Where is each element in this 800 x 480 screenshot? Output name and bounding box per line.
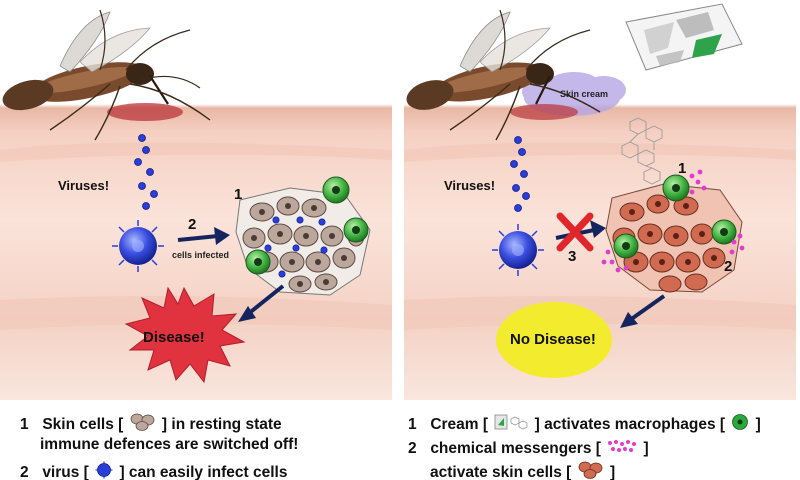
cream-icon <box>494 413 528 437</box>
caption-number: 2 <box>408 440 417 458</box>
step-3-number: 3 <box>568 248 577 265</box>
viruses-label: Viruses! <box>444 178 496 193</box>
caption-left: 1 Skin cells [ ] in resting state immune… <box>8 405 403 480</box>
virus-icon <box>95 461 113 480</box>
macrophage-icon <box>613 174 737 259</box>
caption-text: virus [ <box>42 464 89 480</box>
caption-item-2: 2 chemical messengers [ ] <box>408 439 649 459</box>
caption-text: Skin cells [ <box>42 416 124 434</box>
skin-band <box>404 296 796 330</box>
caption-number: 1 <box>20 416 29 434</box>
cream-molecule-icon <box>621 117 663 185</box>
skin-band <box>404 142 796 162</box>
caption-text: ] <box>609 464 616 480</box>
bite-mark <box>107 103 183 121</box>
caption-item-1: 1 Skin cells [ ] in resting state <box>20 413 282 437</box>
virus-icon <box>492 224 544 276</box>
step-1-number: 1 <box>234 186 243 203</box>
no-disease-label: No Disease! <box>510 331 596 348</box>
skin-cell-cluster <box>235 187 371 296</box>
viruses-label: Viruses! <box>58 178 110 193</box>
macrophage-icon <box>245 176 369 275</box>
caption-text: activate skin cells [ <box>430 464 572 480</box>
left-scene <box>0 0 392 400</box>
caption-text: ] in resting state <box>161 416 282 434</box>
step-1-number: 1 <box>678 160 687 177</box>
activated-skin-cell-cluster <box>605 183 743 293</box>
red-cross-icon <box>556 212 594 252</box>
chemical-messengers-icon <box>601 169 745 273</box>
mosquito-icon <box>406 9 601 141</box>
caption-text: ] <box>643 440 649 458</box>
caption-text: ] <box>755 416 761 434</box>
skin-band <box>0 142 392 162</box>
caption-item-1: 1 Cream [ ] activates macrophages [ ] <box>408 413 761 437</box>
caption-number: 1 <box>408 416 417 434</box>
arrow-to-disease <box>238 284 285 322</box>
falling-viruses <box>134 134 158 210</box>
caption-text: ] can easily infect cells <box>119 464 288 480</box>
chemical-messengers-icon <box>607 439 637 459</box>
panel-without-cream: Viruses! 1 2 cells infected Disease! <box>0 0 392 400</box>
step-2-number: 2 <box>188 216 197 233</box>
arrow-to-no-disease <box>620 294 666 328</box>
macrophage-icon <box>731 413 749 437</box>
right-scene <box>404 0 796 400</box>
arrow-infection <box>177 227 230 245</box>
falling-viruses <box>510 136 530 212</box>
disease-starburst <box>124 286 246 384</box>
activated-skin-cell-icon <box>578 461 604 480</box>
caption-number: 2 <box>20 464 29 480</box>
caption-text: ] activates macrophages [ <box>534 416 726 434</box>
virus-icon <box>112 220 164 272</box>
caption-item-1-line-2: immune defences are switched off! <box>40 436 299 453</box>
caption-text: chemical messengers [ <box>430 440 601 458</box>
panel-with-cream: Skin cream Viruses! 1 2 3 No Disease! <box>404 0 796 400</box>
cells-infected-label: cells infected <box>172 250 230 260</box>
no-disease-ellipse <box>496 302 612 378</box>
step-2-number: 2 <box>724 258 733 275</box>
caption-item-2: 2 virus [ ] can easily infect cells <box>20 461 287 480</box>
caption-text: Cream [ <box>430 416 489 434</box>
caption-right: 1 Cream [ ] activates macrophages [ ] 2 … <box>408 405 800 480</box>
skin-cream-label: Skin cream <box>560 89 609 99</box>
cream-tube-icon <box>625 3 743 71</box>
skin-cell-icon <box>130 413 156 437</box>
caption-item-2-line-2: activate skin cells [ ] <box>430 461 615 480</box>
mosquito-icon <box>2 9 211 141</box>
bite-mark <box>510 104 578 120</box>
disease-label: Disease! <box>143 329 205 346</box>
